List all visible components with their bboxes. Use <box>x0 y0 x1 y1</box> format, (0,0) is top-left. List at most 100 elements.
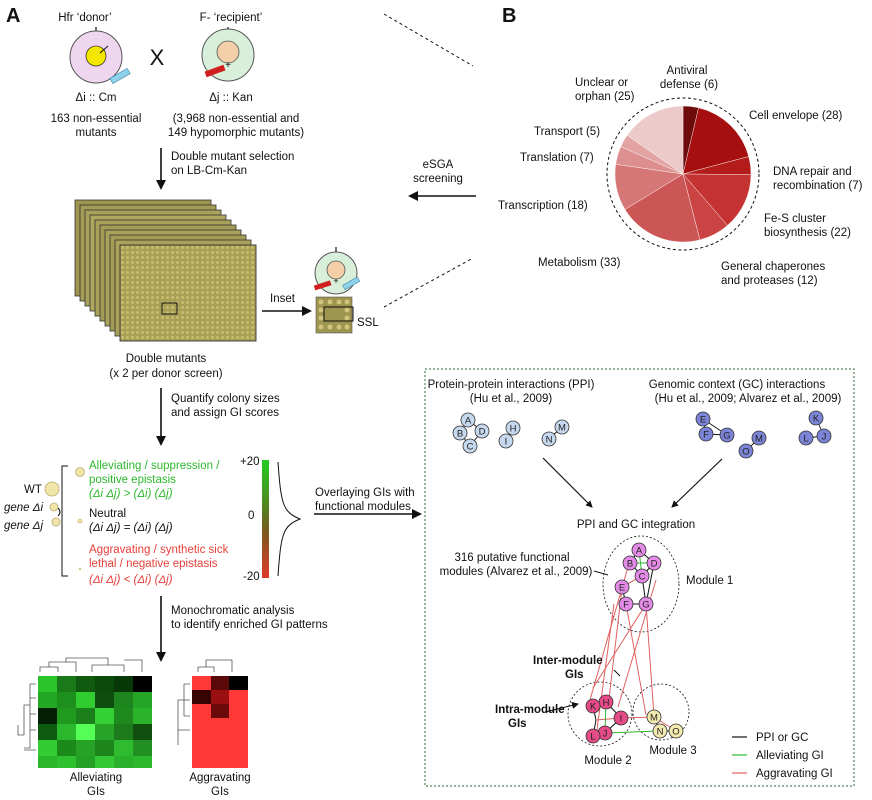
pie-label-fes-2: biosynthesis (22) <box>764 227 851 239</box>
gc-node-g: G <box>719 427 735 443</box>
pie-label-antiviral-2: defense (6) <box>660 79 718 91</box>
pie-labels: Antiviral defense (6) Cell envelope (28)… <box>498 65 863 287</box>
ppi-node-label-a: A <box>465 415 472 426</box>
modules-pointer <box>593 570 609 576</box>
ppi-node-i: I <box>498 433 514 449</box>
mod-node-circle-i <box>613 710 629 726</box>
ppi-node-b: B <box>452 425 468 441</box>
zoom-line-bottom <box>383 257 474 308</box>
ppi-node-n: N <box>541 431 557 447</box>
mod-node-c: C <box>634 568 650 584</box>
mod-node-label-b: B <box>627 558 633 569</box>
ppi-node-circle-h <box>505 420 521 436</box>
mod-node-label-l: L <box>590 731 595 742</box>
mod-node-circle-o <box>668 723 684 739</box>
gc-node-label-j: J <box>822 431 827 442</box>
mod-node-circle-b <box>622 555 638 571</box>
ppi-node-label-n: N <box>546 434 553 445</box>
alleviating-text-1: Alleviating / suppression / <box>89 460 220 472</box>
intra-module-pointer <box>544 702 579 713</box>
legend-ppi-label: PPI or GC <box>756 732 808 744</box>
selection-text-2: on LB-Cm-Kan <box>171 165 247 177</box>
pie-label-transcription: Transcription (18) <box>498 200 588 212</box>
recipient-title: F- ‘recipient’ <box>200 12 263 24</box>
mod-node-k: K <box>585 698 601 714</box>
zoom-line-top <box>383 13 474 67</box>
esga-text-2: screening <box>413 173 463 185</box>
gc-ref: (Hu et al., 2009; Alvarez et al., 2009) <box>655 393 842 405</box>
mod-node-circle-g <box>638 596 654 612</box>
scale-top-label: +20 <box>240 456 260 468</box>
pie-label-chap-1: General chaperones <box>721 261 825 273</box>
intra-module-label-1: Intra-module <box>495 704 565 716</box>
mod-node-n: N <box>652 723 668 739</box>
pie-dashed-outline <box>606 97 760 251</box>
aggravating-heatmap: Aggravating GIs <box>177 659 251 798</box>
ppi-node-c: C <box>462 438 478 454</box>
ppi-node-circle-c <box>462 438 478 454</box>
mod-node-h: H <box>598 694 614 710</box>
mod-node-label-c: C <box>639 571 646 582</box>
ppi-node-circle-b <box>452 425 468 441</box>
svg-text:+: + <box>225 60 231 71</box>
donor-count-2: mutants <box>76 127 117 139</box>
ppi-node-label-d: D <box>479 426 486 437</box>
legend-alleviating-label: Alleviating GI <box>756 750 824 762</box>
ppi-node-h: H <box>505 420 521 436</box>
mod-node-label-m: M <box>650 712 658 723</box>
esga-text-1: eSGA <box>423 159 454 171</box>
scale-mid-label: 0 <box>248 510 254 522</box>
aggravating-heatmap-label-1: Aggravating <box>189 772 250 784</box>
module-2-outline <box>567 681 633 747</box>
ppi-node-label-b: B <box>457 428 463 439</box>
pie-slice-metabolism <box>624 173 701 243</box>
ppi-node-d: D <box>474 423 490 439</box>
quantify-text-1: Quantify colony sizes <box>171 393 280 405</box>
aggravating-equation: (Δi Δj) < (Δi) (Δj) <box>89 574 173 586</box>
mod-node-i: I <box>613 710 629 726</box>
recipient-count-2: 149 hypomorphic mutants) <box>168 127 304 139</box>
mod-node-label-e: E <box>619 582 625 593</box>
pie-slice-fe-s-cluster-biosynthesis <box>682 173 752 226</box>
ppi-node-circle-n <box>541 431 557 447</box>
mod-node-label-f: F <box>623 599 629 610</box>
gene-j-label: gene Δj <box>4 520 43 532</box>
cross-symbol: X <box>150 45 165 70</box>
quantify-text-2: and assign GI scores <box>171 407 279 419</box>
gc-node-circle-m <box>751 430 767 446</box>
donor-count: 163 non-essential <box>51 113 142 125</box>
plates-caption-1: Double mutants <box>126 353 207 365</box>
mod-node-b: B <box>622 555 638 571</box>
pie-label-unclear-2: orphan (25) <box>575 91 635 103</box>
donor-title: Hfr ‘donor’ <box>58 12 111 24</box>
network-legend: PPI or GC Alleviating GI Aggravating GI <box>732 732 833 780</box>
plate-stack <box>74 199 257 342</box>
recipient-marker: Δj :: Kan <box>209 92 252 104</box>
mod-node-label-k: K <box>590 701 597 712</box>
gc-node-circle-j <box>816 428 832 444</box>
aggravating-text-1: Aggravating / synthetic sick <box>89 544 229 556</box>
panel-label-a: A <box>6 5 20 27</box>
inset-label: Inset <box>270 293 296 305</box>
selection-text-1: Double mutant selection <box>171 151 294 163</box>
pie-label-fes-1: Fe-S cluster <box>764 213 826 225</box>
mod-node-circle-m <box>646 709 662 725</box>
gc-integration-arrow <box>671 458 723 508</box>
inter-module-label-1: Inter-module <box>533 655 603 667</box>
ssl-label: SSL <box>357 317 379 329</box>
inset-colony-grid <box>315 296 354 334</box>
pie-label-translation: Translation (7) <box>520 152 594 164</box>
pie-slice-unclear-or-orphan <box>626 105 684 175</box>
donor-cell: Hfr ‘donor’ Δi :: Cm 163 non-essential m… <box>51 12 142 139</box>
ppi-node-label-c: C <box>467 441 474 452</box>
ppi-node-circle-d <box>474 423 490 439</box>
ppi-ref: (Hu et al., 2009) <box>470 393 553 405</box>
gc-node-circle-f <box>698 426 714 442</box>
gc-node-label-o: O <box>742 446 749 457</box>
module-3-label: Module 3 <box>649 745 696 757</box>
svg-text:+: + <box>333 276 338 286</box>
ppi-title: Protein-protein interactions (PPI) <box>428 379 595 391</box>
donor-marker: Δi :: Cm <box>76 92 117 104</box>
ppi-node-label-m: M <box>558 422 566 433</box>
gc-node-l: L <box>798 430 814 446</box>
